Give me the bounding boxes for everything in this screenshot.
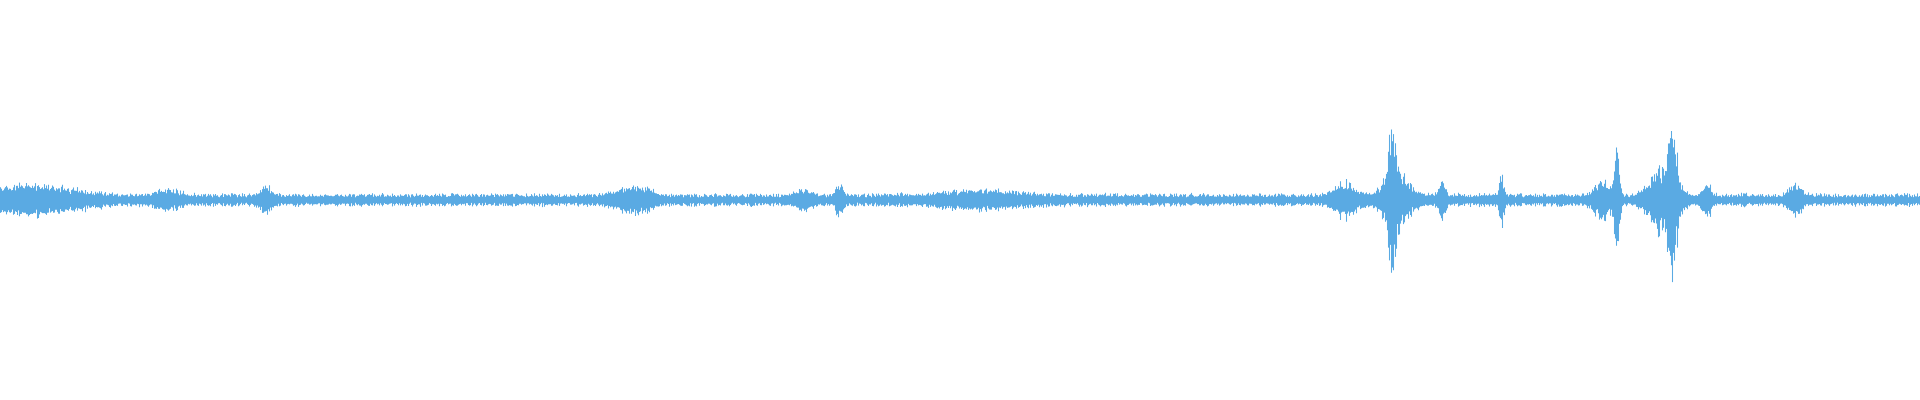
waveform-bars [0, 129, 1920, 283]
waveform-path [0, 129, 1920, 283]
